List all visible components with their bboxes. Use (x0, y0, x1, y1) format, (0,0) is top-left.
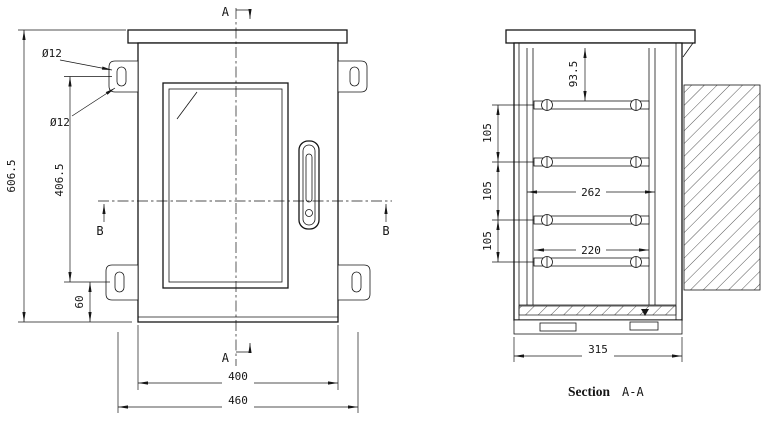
mounting-rail-2 (533, 156, 650, 168)
section-mark-a-top: A (222, 5, 252, 19)
dim-overall-height: 606.5 (5, 29, 132, 323)
section-view: 93.5 105 105 105 262 220 (481, 29, 761, 399)
section-mark-b-right: B (382, 204, 390, 238)
dim-inner-depth: 262 (527, 186, 655, 199)
bracket-slot (116, 66, 127, 87)
section-letter-b-left: B (96, 224, 103, 238)
mounting-bracket-bottom-left (105, 264, 139, 301)
dim-text-mask (582, 346, 614, 359)
mounting-bracket-top-left (108, 60, 139, 93)
dim-top-offset: 93.5 (567, 48, 587, 101)
dim-rail-gap-1-text: 105 (481, 123, 494, 143)
front-view: A A B B Ø12 Ø12 606.5 (5, 5, 392, 413)
wall-hatch-block (683, 84, 761, 291)
dim-overall-width-text: 460 (228, 394, 248, 407)
dim-overall-depth: 315 (513, 337, 683, 362)
handle-grip (305, 153, 313, 203)
dim-text-mask (222, 373, 254, 386)
centerlines-front (98, 8, 392, 366)
dim-rail-gap-2-text: 105 (481, 181, 494, 201)
bracket-slot (349, 66, 360, 87)
hole-callout-lower: Ø12 (50, 87, 116, 129)
section-caption: Section A-A (568, 384, 644, 399)
dim-rail-spacings: 105 105 105 (481, 104, 534, 263)
section-letter-a-top: A (222, 5, 230, 19)
hole-callout-upper-text: Ø12 (42, 47, 62, 60)
hole-callout-lower-text: Ø12 (50, 116, 70, 129)
bracket-slot (114, 271, 125, 293)
dim-overall-width: 460 (117, 332, 359, 413)
bracket-slot (351, 271, 362, 293)
section-mark-a-bottom: A (222, 343, 252, 365)
handle-lock (305, 209, 313, 217)
dim-overall-height-text: 606.5 (5, 159, 18, 192)
section-letter-a-bottom: A (222, 351, 230, 365)
dim-overall-depth-text: 315 (588, 343, 608, 356)
dim-foot-offset-text: 60 (73, 295, 86, 308)
dim-top-offset-text: 93.5 (567, 61, 580, 88)
floor-hatch-strip (518, 305, 677, 316)
door-window (162, 82, 289, 289)
dim-rail-length: 220 (534, 244, 649, 257)
hole-callout-upper: Ø12 (42, 47, 113, 71)
dim-text-mask (222, 397, 254, 410)
mounting-rail-4 (533, 256, 650, 268)
dim-body-width: 400 (137, 325, 339, 390)
section-mark-b-left: B (96, 204, 106, 238)
section-caption-title: Section (568, 384, 610, 399)
dim-inner-depth-text: 262 (581, 186, 601, 199)
dim-body-width-text: 400 (228, 370, 248, 383)
mounting-rail-3 (533, 214, 650, 226)
mounting-bracket-bottom-right (337, 264, 371, 301)
door-handle (298, 140, 320, 230)
section-cabinet-body (513, 42, 683, 321)
base-opening (539, 322, 577, 332)
dim-rail-length-text: 220 (581, 244, 601, 257)
glass-reflection-line (176, 91, 198, 120)
mounting-bracket-top-right (337, 60, 368, 93)
dim-rail-gap-3-text: 105 (481, 231, 494, 251)
drain-marker (641, 309, 649, 316)
cabinet-top-cap (127, 29, 348, 44)
section-caption-ref: A-A (622, 385, 644, 399)
dim-foot-offset: 60 (73, 282, 92, 322)
dim-mount-span-text: 406.5 (53, 163, 66, 196)
dim-mount-span: 406.5 (53, 76, 112, 283)
section-base (513, 304, 683, 335)
base-opening (629, 321, 659, 331)
roof-drip-edge (682, 42, 694, 58)
mounting-rail-1 (533, 99, 650, 111)
section-letter-b-right: B (382, 224, 389, 238)
